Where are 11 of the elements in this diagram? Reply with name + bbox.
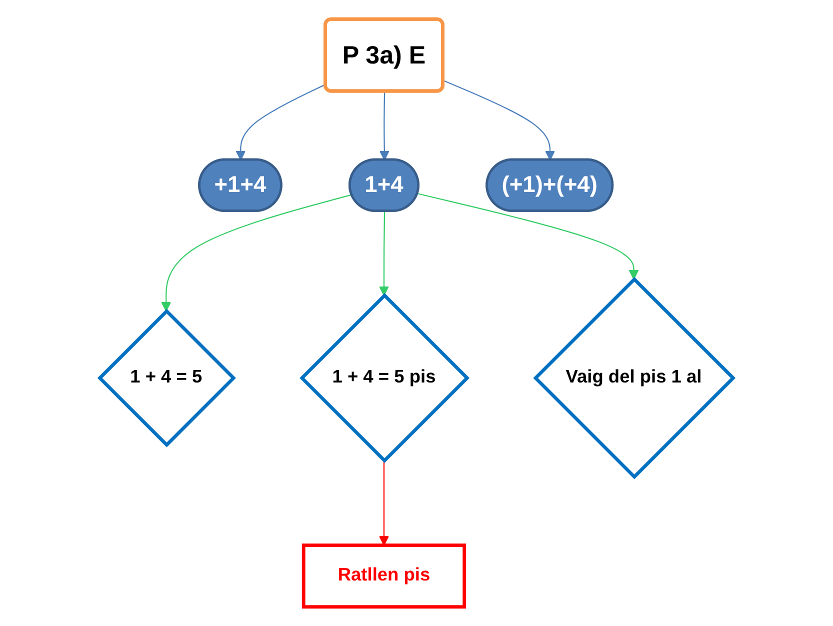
node-diamond: Vaig del pis 1 al [533, 276, 736, 480]
arrow [379, 92, 390, 160]
arrow [378, 460, 389, 546]
node-diamond: 1 + 4 = 5 pis [300, 293, 470, 464]
arrow [161, 194, 352, 312]
arrow [443, 80, 556, 160]
arrow [236, 84, 326, 160]
node-box: Ratllen pis [302, 544, 466, 609]
node-diamond: 1 + 4 = 5 [97, 308, 236, 448]
arrow [417, 193, 639, 280]
arrow [378, 211, 389, 296]
